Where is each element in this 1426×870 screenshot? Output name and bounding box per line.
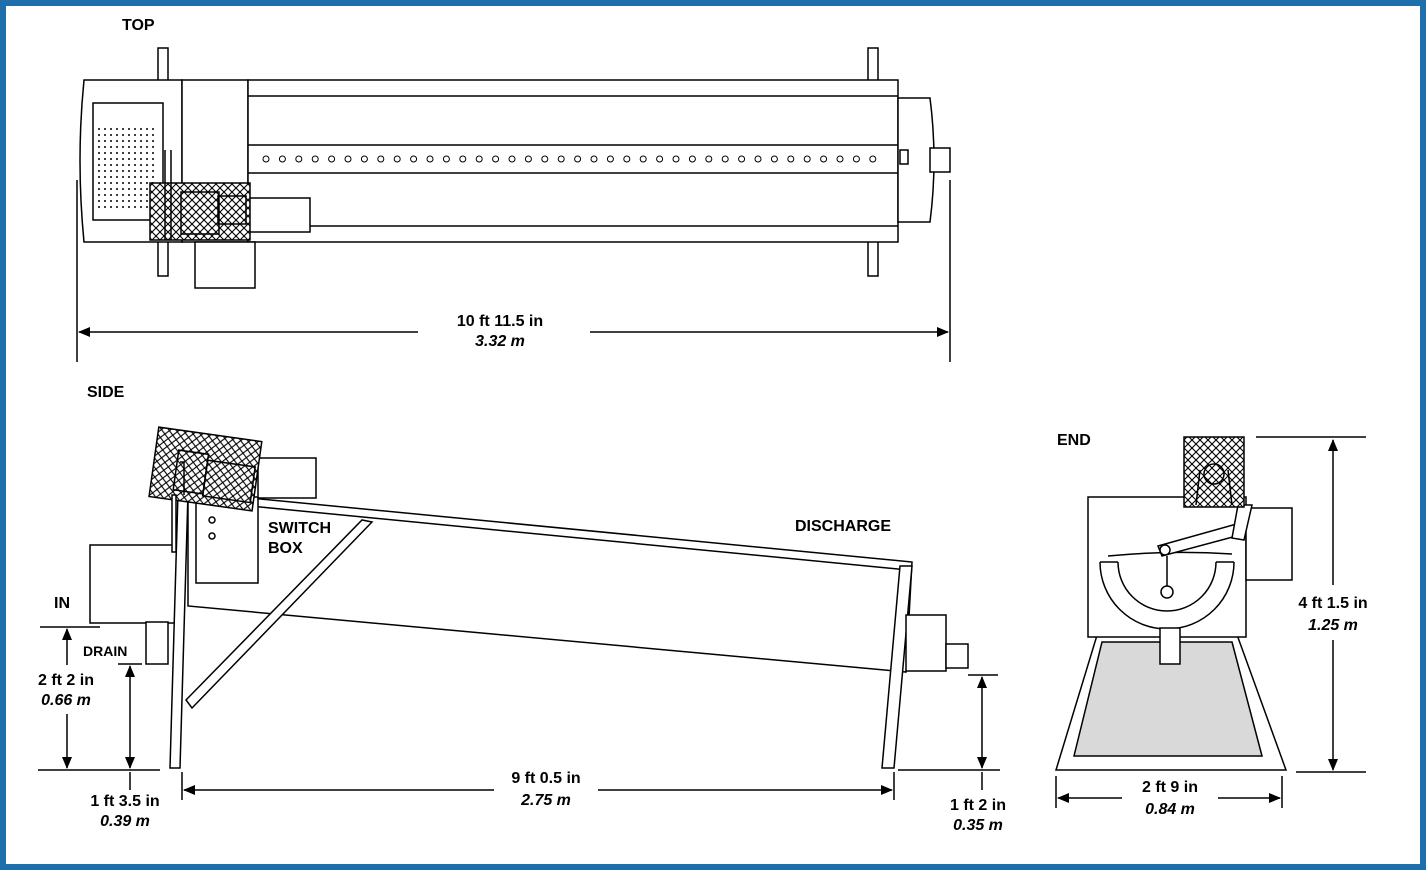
perforation-hole <box>606 155 614 163</box>
end-pivot <box>1160 585 1174 599</box>
perforation-hole <box>672 155 680 163</box>
side-motor-ext <box>257 457 317 499</box>
perforation-hole <box>508 155 516 163</box>
side-outlet-spout <box>945 643 969 669</box>
perforation-hole <box>524 155 532 163</box>
side-inlet-box <box>89 544 183 624</box>
side-motor-hatched <box>148 426 263 512</box>
perforation-hole <box>492 155 500 163</box>
end-discharge-chute <box>1159 627 1181 665</box>
perforation-hole <box>459 155 467 163</box>
top-lower-box <box>194 241 256 289</box>
end-height-imperial: 4 ft 1.5 in <box>1298 595 1368 612</box>
discharge-height-imperial: 1 ft 2 in <box>949 797 1006 814</box>
perforation-hole <box>360 155 368 163</box>
switch-box-label-line1: SWITCH <box>268 520 332 537</box>
drain-label: DRAIN <box>83 643 128 659</box>
top-view-title: TOP <box>122 17 155 34</box>
discharge-height-metric: 0.35 m <box>953 817 1003 834</box>
overall-length-metric: 3.32 m <box>475 333 525 350</box>
perforation-hole <box>852 155 860 163</box>
perforation-hole <box>656 155 664 163</box>
perforation-hole <box>442 155 450 163</box>
end-width-imperial: 2 ft 9 in <box>1141 779 1198 796</box>
inlet-height-imperial: 2 ft 2 in <box>37 672 94 689</box>
side-view <box>89 426 969 769</box>
side-leg-right <box>881 565 913 769</box>
side-cross-brace <box>185 519 374 710</box>
overall-length-dimension <box>76 180 951 362</box>
perforation-hole <box>262 155 270 163</box>
perforation-hole <box>328 155 336 163</box>
side-view-title: SIDE <box>87 384 125 401</box>
side-outlet <box>905 614 947 672</box>
overall-length-imperial: 10 ft 11.5 in <box>456 313 544 330</box>
perforation-hole <box>869 155 877 163</box>
side-dimensions <box>38 626 1000 800</box>
side-switch-box <box>195 496 259 584</box>
perforation-hole <box>820 155 828 163</box>
top-outlet-spout <box>929 147 951 173</box>
perforation-hole <box>393 155 401 163</box>
perforation-hole <box>557 155 565 163</box>
end-motor <box>1245 507 1293 581</box>
perforation-hole <box>639 155 647 163</box>
side-drain <box>145 621 169 665</box>
inlet-label: IN <box>54 595 70 612</box>
perforation-hole <box>836 155 844 163</box>
end-dimensions <box>1055 436 1366 808</box>
perforation-hole <box>705 155 713 163</box>
top-gearbox-ext <box>247 197 311 233</box>
drain-height-metric: 0.39 m <box>100 813 150 830</box>
discharge-label: DISCHARGE <box>795 518 892 535</box>
end-stand-shade <box>1073 641 1263 757</box>
end-view <box>1054 436 1293 771</box>
perforation-hole <box>787 155 795 163</box>
perforation-hole <box>311 155 319 163</box>
inlet-height-metric: 0.66 m <box>41 692 91 709</box>
perforation-hole <box>770 155 778 163</box>
perforation-hole <box>426 155 434 163</box>
perforation-hole <box>278 155 286 163</box>
side-barrel <box>187 491 913 673</box>
end-view-title: END <box>1057 432 1091 449</box>
end-width-metric: 0.84 m <box>1145 801 1195 818</box>
perforation-hole <box>590 155 598 163</box>
drain-height-imperial: 1 ft 3.5 in <box>90 793 160 810</box>
end-height-metric: 1.25 m <box>1308 617 1358 634</box>
perforation-hole <box>754 155 762 163</box>
perforation-hole <box>623 155 631 163</box>
top-view <box>79 47 951 289</box>
switch-box-label-line2: BOX <box>268 540 303 557</box>
top-perforation-holes <box>262 155 877 163</box>
leg-span-metric: 2.75 m <box>521 792 571 809</box>
top-screen-mesh <box>98 124 158 209</box>
end-motor-hatched <box>1183 436 1245 508</box>
leg-span-imperial: 9 ft 0.5 in <box>511 770 581 787</box>
perforation-hole <box>738 155 746 163</box>
perforation-hole <box>688 155 696 163</box>
perforation-hole <box>475 155 483 163</box>
perforation-hole <box>574 155 582 163</box>
perforation-hole <box>344 155 352 163</box>
perforation-hole <box>410 155 418 163</box>
perforation-hole <box>541 155 549 163</box>
perforation-hole <box>721 155 729 163</box>
perforation-hole <box>295 155 303 163</box>
perforation-hole <box>377 155 385 163</box>
perforation-hole <box>803 155 811 163</box>
